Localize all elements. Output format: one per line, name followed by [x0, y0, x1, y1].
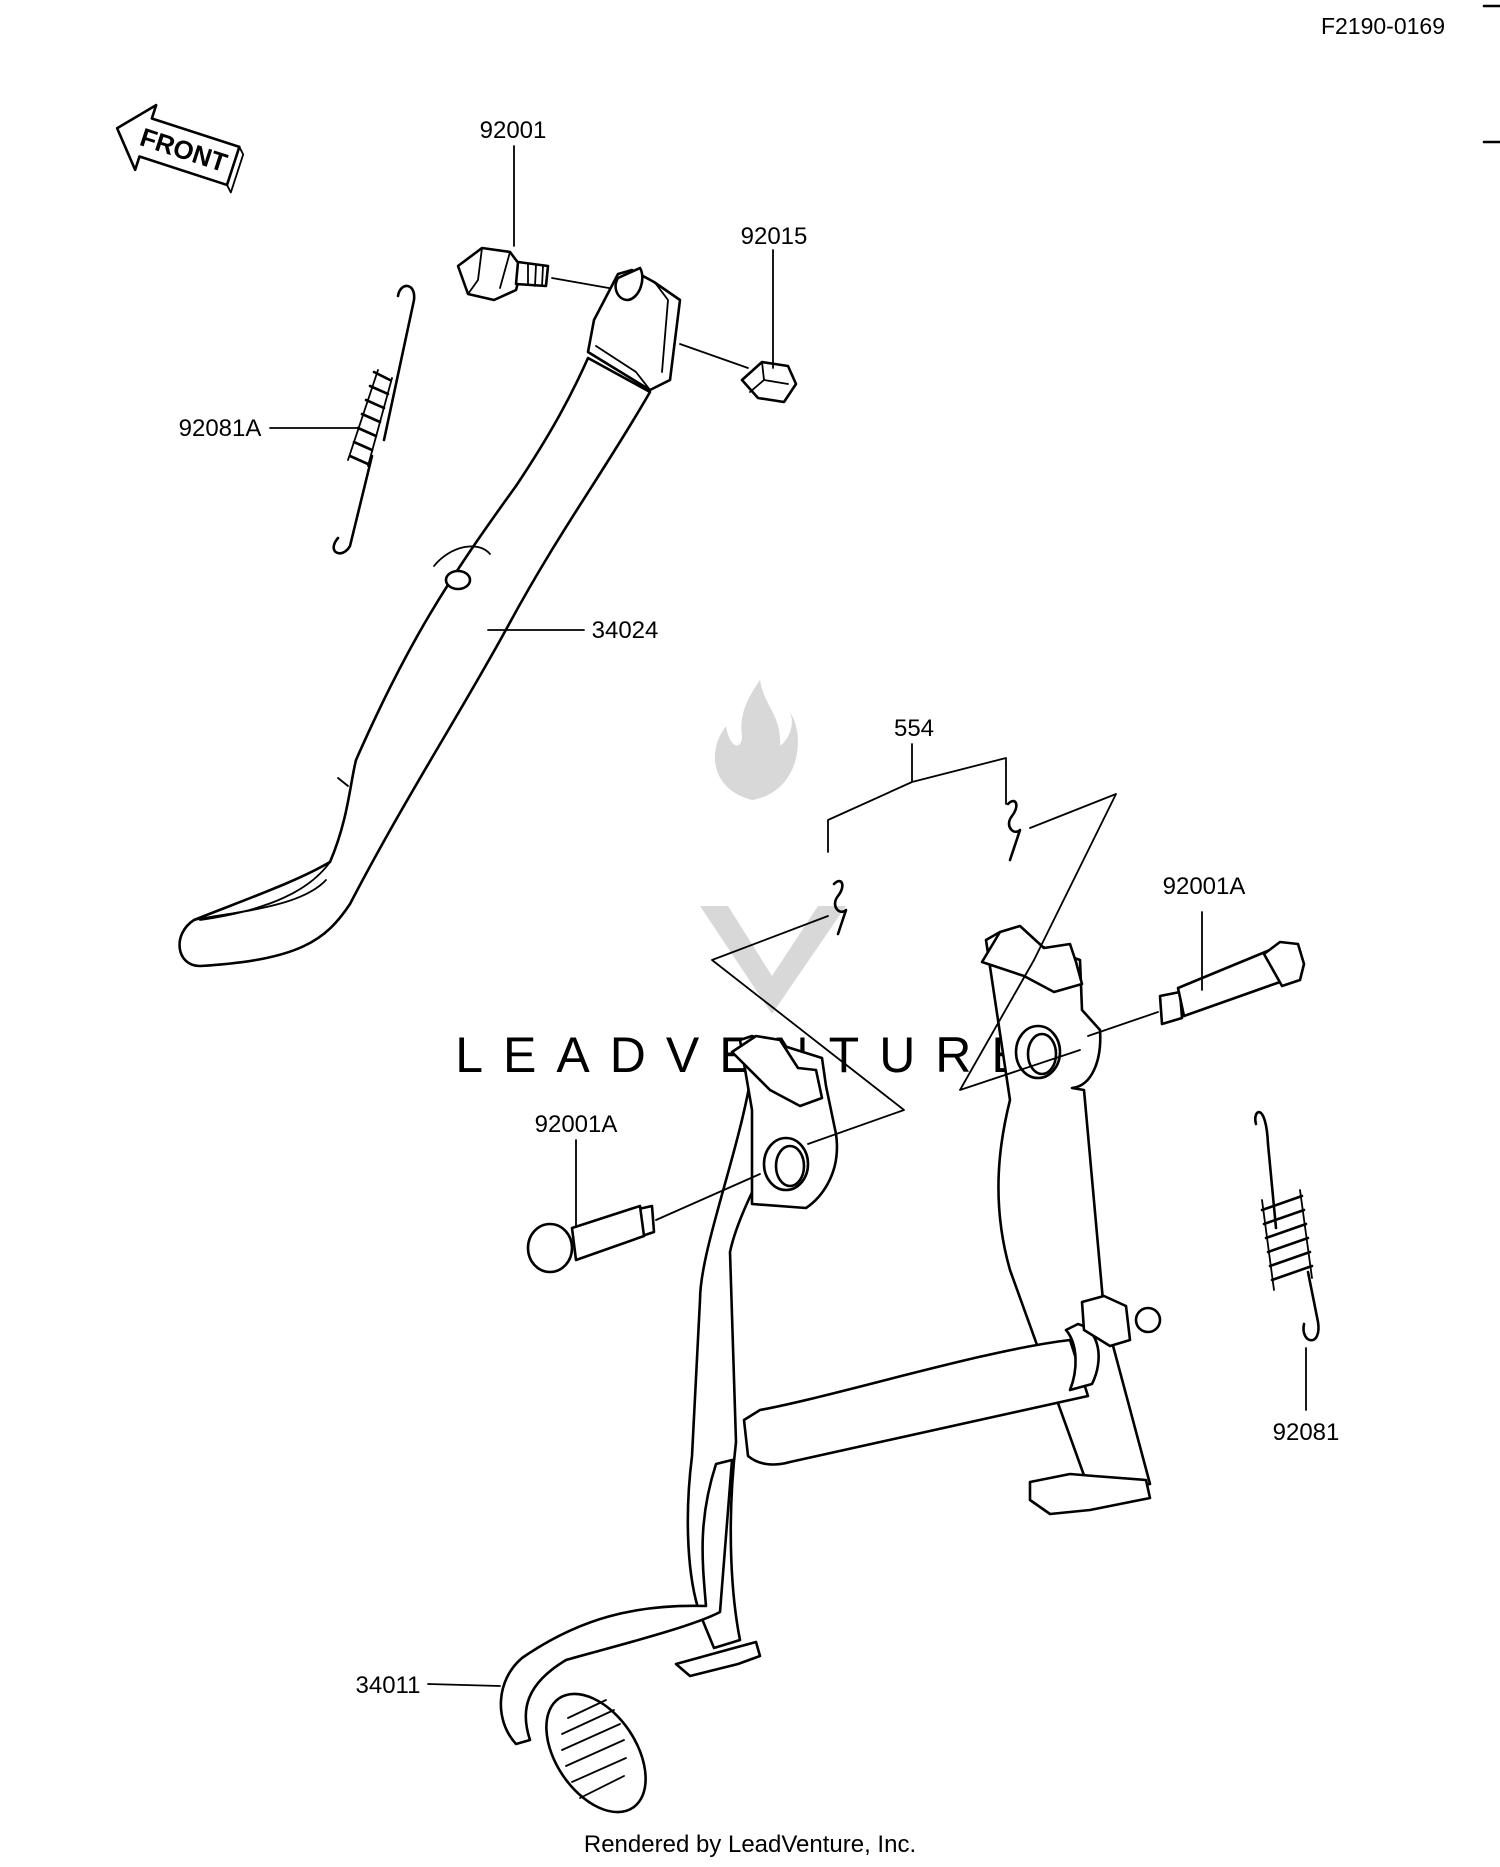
- label-34024: 34024: [592, 617, 659, 644]
- nut-92015: [679, 343, 798, 404]
- bolt-92001: [456, 246, 621, 302]
- pin-92001a-left: [526, 1173, 761, 1274]
- label-92081: 92081: [1273, 1419, 1340, 1446]
- label-92015: 92015: [741, 223, 808, 250]
- leader-lines: [269, 145, 1307, 1687]
- front-arrow-icon: [115, 103, 241, 187]
- watermark: LEADVENTURE: [455, 680, 1025, 1083]
- label-92001a-left: 92001A: [535, 1111, 618, 1138]
- label-92081a: 92081A: [179, 415, 262, 442]
- footer-credit: Rendered by LeadVenture, Inc.: [584, 1831, 916, 1858]
- part-labels: 92001 92015 92081A 34024 554 92001A 9200…: [179, 117, 1340, 1699]
- clips-554: [711, 793, 1117, 1145]
- front-arrow-shadow: [226, 146, 245, 194]
- label-92001a-right: 92001A: [1163, 873, 1246, 900]
- drawing-code: F2190-0169: [1321, 13, 1445, 39]
- main-stand-34011: [499, 924, 1162, 1814]
- side-stand-34024: [178, 266, 682, 968]
- spring-92081: [1253, 1110, 1320, 1342]
- label-34011: 34011: [356, 1672, 421, 1699]
- front-arrow: FRONT: [115, 103, 245, 194]
- spring-92081a: [332, 284, 416, 555]
- label-554: 554: [894, 715, 934, 742]
- watermark-flame-icon: [714, 680, 798, 800]
- watermark-v-icon: [700, 906, 846, 1014]
- label-92001: 92001: [480, 117, 547, 144]
- pin-92001a-right: [1087, 940, 1306, 1037]
